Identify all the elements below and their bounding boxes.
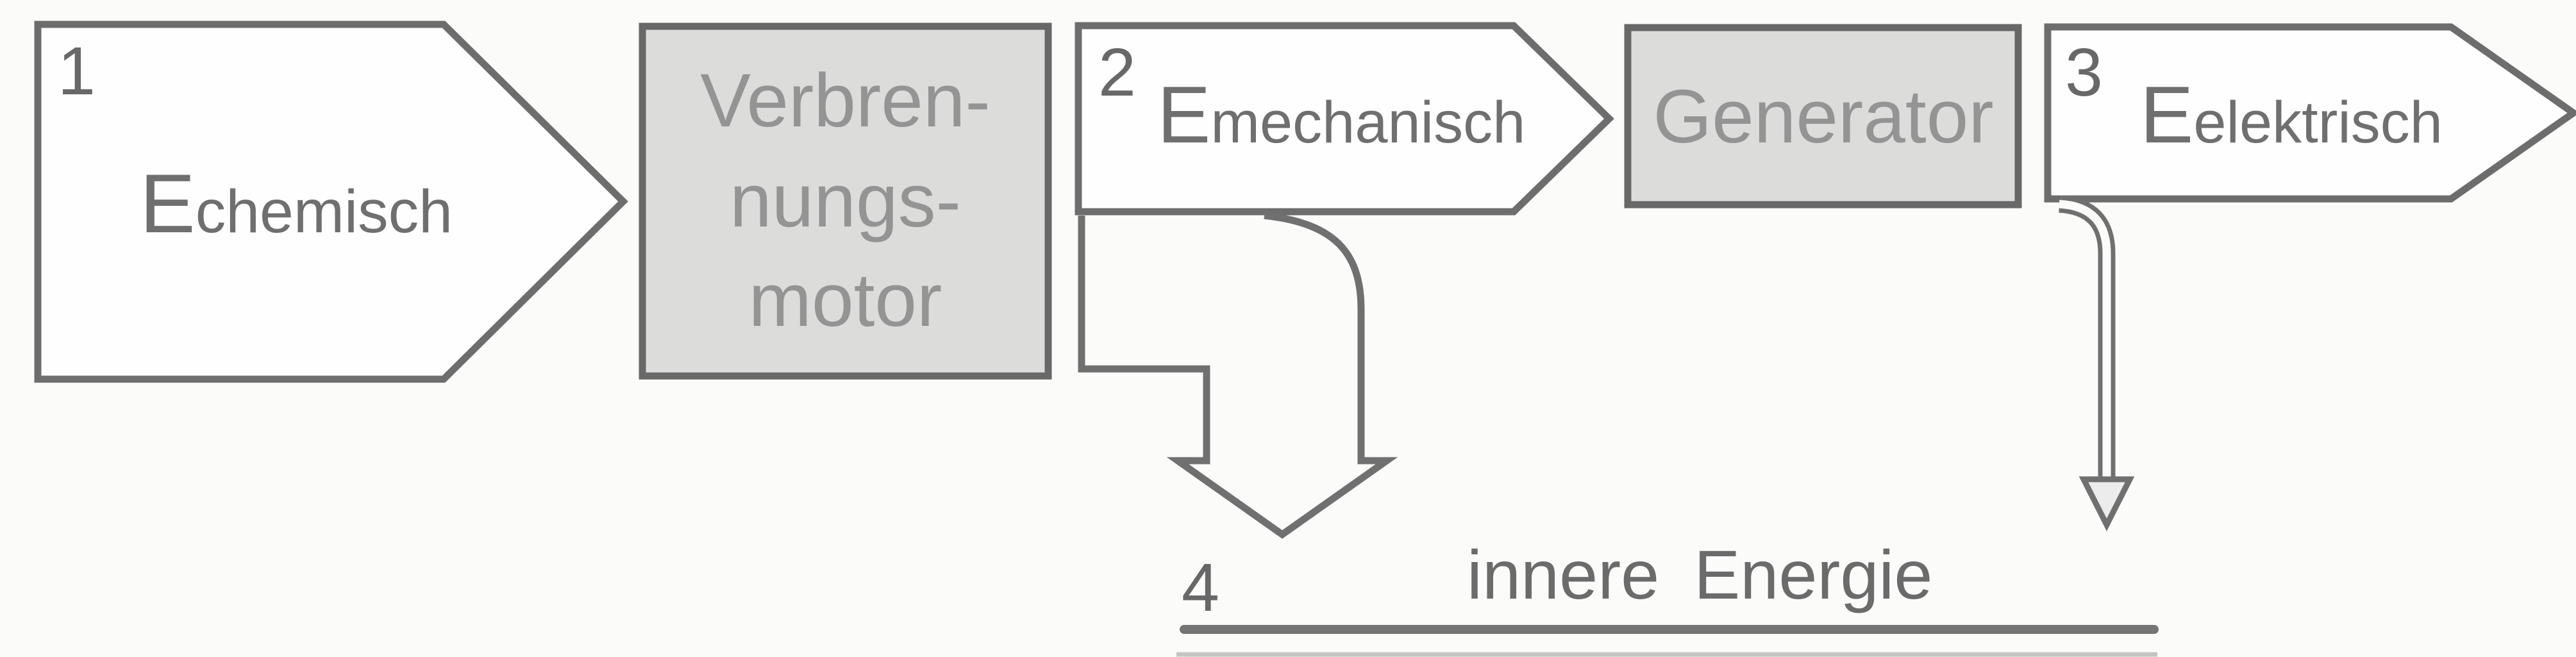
e-mechanisch-symbol: E — [1157, 71, 1211, 160]
arrow-e-chemisch-shape — [34, 21, 628, 383]
e-elektrisch-symbol: E — [2140, 71, 2194, 160]
label-e-chemisch: Echemisch — [140, 162, 453, 245]
arrow-e-elektrisch-shape — [2044, 23, 2576, 203]
engine-box-shape — [639, 22, 1052, 380]
electrical-loss-arrowhead — [2078, 476, 2135, 531]
electrical-loss-arrow-outer — [2058, 195, 2116, 480]
e-elektrisch-subscript: elektrisch — [2193, 90, 2443, 155]
generator-box-label: Generator — [1625, 24, 2022, 209]
electrical-loss-arrow-inner — [2059, 200, 2111, 477]
engine-label-line2: nungs- — [730, 158, 961, 243]
label-e-elektrisch: Eelektrisch — [2140, 75, 2443, 155]
engine-box-label: Verbren- nungs- motor — [639, 23, 1051, 379]
internal-energy-word2: Energie — [1694, 536, 1933, 613]
step-number-4: 4 — [1182, 550, 1219, 626]
step-number-3: 3 — [2065, 35, 2103, 110]
e-mechanisch-subscript: mechanisch — [1210, 90, 1526, 155]
engine-label-line3: motor — [748, 258, 942, 343]
arrow-e-mechanisch-shape — [1075, 22, 1614, 216]
internal-energy-word1: innere — [1467, 536, 1660, 613]
waste-energy-funnel-arrow — [1078, 212, 1398, 539]
e-chemisch-symbol: E — [140, 157, 196, 250]
step-number-2: 2 — [1098, 35, 1136, 110]
step-number-1: 1 — [58, 33, 96, 109]
e-chemisch-subscript: chemisch — [195, 178, 453, 246]
generator-label: Generator — [1653, 74, 1994, 159]
generator-box-shape — [1624, 24, 2022, 209]
label-e-mechanisch: Emechanisch — [1157, 75, 1525, 155]
engine-label-line1: Verbren- — [700, 58, 991, 143]
